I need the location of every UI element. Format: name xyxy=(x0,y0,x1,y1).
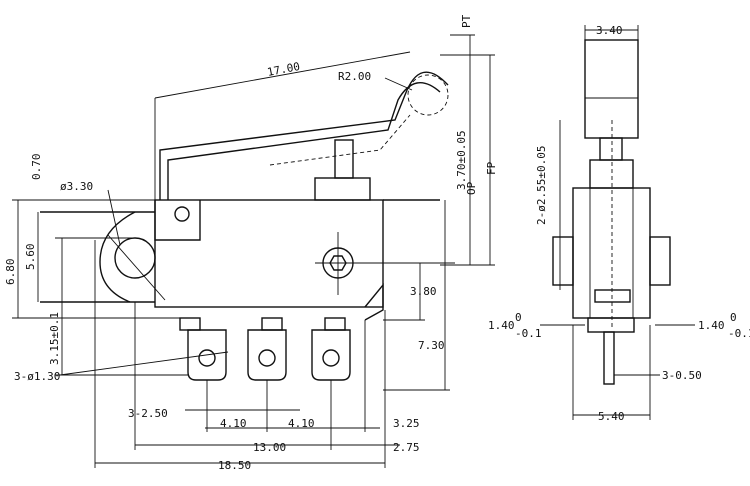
dim-pt: PT xyxy=(460,14,473,28)
front-dimension-labels: 17.00 R2.00 PT 3.70±0.05 OP FP 0.70 ø3.3… xyxy=(4,14,498,472)
dim-overall-length: 18.50 xyxy=(218,459,251,472)
plunger-housing xyxy=(314,177,371,201)
dim-side-right-tol-sup: 0 xyxy=(730,311,737,324)
dim-terminal-width: 3-2.50 xyxy=(128,407,168,420)
terminal-2 xyxy=(247,329,287,381)
lever-pivot xyxy=(174,206,190,222)
terminal-3 xyxy=(311,329,351,381)
dim-end-offset: 2.75 xyxy=(393,441,420,454)
dim-pin-width: 3-0.50 xyxy=(662,369,702,382)
dim-terminal-holes: 3-ø1.30 xyxy=(14,370,60,383)
dim-op-value: 3.70±0.05 xyxy=(455,130,468,190)
dim-lever-length: 17.00 xyxy=(266,60,301,79)
actuator-lever xyxy=(159,71,449,200)
side-dimension-labels: 3.40 2-ø2.55±0.05 1.40 0 -0.1 1.40 0 -0.… xyxy=(488,24,750,423)
lever-roller xyxy=(407,74,449,116)
dim-plunger-to-bottom: 3.80 xyxy=(410,285,437,298)
dim-pitch-b: 4.10 xyxy=(288,417,315,430)
dim-op: OP xyxy=(465,181,478,195)
dim-fp: FP xyxy=(485,161,498,175)
dim-side-width-top: 3.40 xyxy=(596,24,623,37)
dim-hole-spacing: 13.00 xyxy=(253,441,286,454)
dim-mount-holes: 2-ø2.55±0.05 xyxy=(535,146,548,225)
dim-overall-height: 7.30 xyxy=(418,339,445,352)
side-lever xyxy=(584,39,639,139)
dim-pitch-a: 4.10 xyxy=(220,417,247,430)
dim-height-inner: 5.60 xyxy=(24,244,37,271)
dim-side-left-tol: 1.40 xyxy=(488,319,515,332)
dim-side-bottom-width: 5.40 xyxy=(598,410,625,423)
dim-side-right-tol: 1.40 xyxy=(698,319,725,332)
side-view xyxy=(552,39,671,385)
plunger xyxy=(334,139,354,179)
side-dimension-lines xyxy=(540,25,695,420)
side-body xyxy=(572,187,651,319)
dim-hole-dia: ø3.30 xyxy=(60,180,93,193)
dim-pivot-height: 3.15±0.1 xyxy=(48,312,61,365)
front-view xyxy=(40,71,455,381)
mounting-hole-left xyxy=(114,237,156,279)
terminal-1 xyxy=(187,329,227,381)
dim-height-total: 6.80 xyxy=(4,259,17,286)
side-pin xyxy=(603,331,615,385)
dim-side-right-tol-sub: -0.1 xyxy=(728,327,750,340)
dim-top-offset: 0.70 xyxy=(30,154,43,181)
dim-terminal-offset: 3.25 xyxy=(393,417,420,430)
dim-roller-radius: R2.00 xyxy=(338,70,371,83)
dim-side-left-tol-sup: 0 xyxy=(515,311,522,324)
dim-side-left-tol-sub: -0.1 xyxy=(515,327,542,340)
front-dimension-lines xyxy=(12,34,495,468)
